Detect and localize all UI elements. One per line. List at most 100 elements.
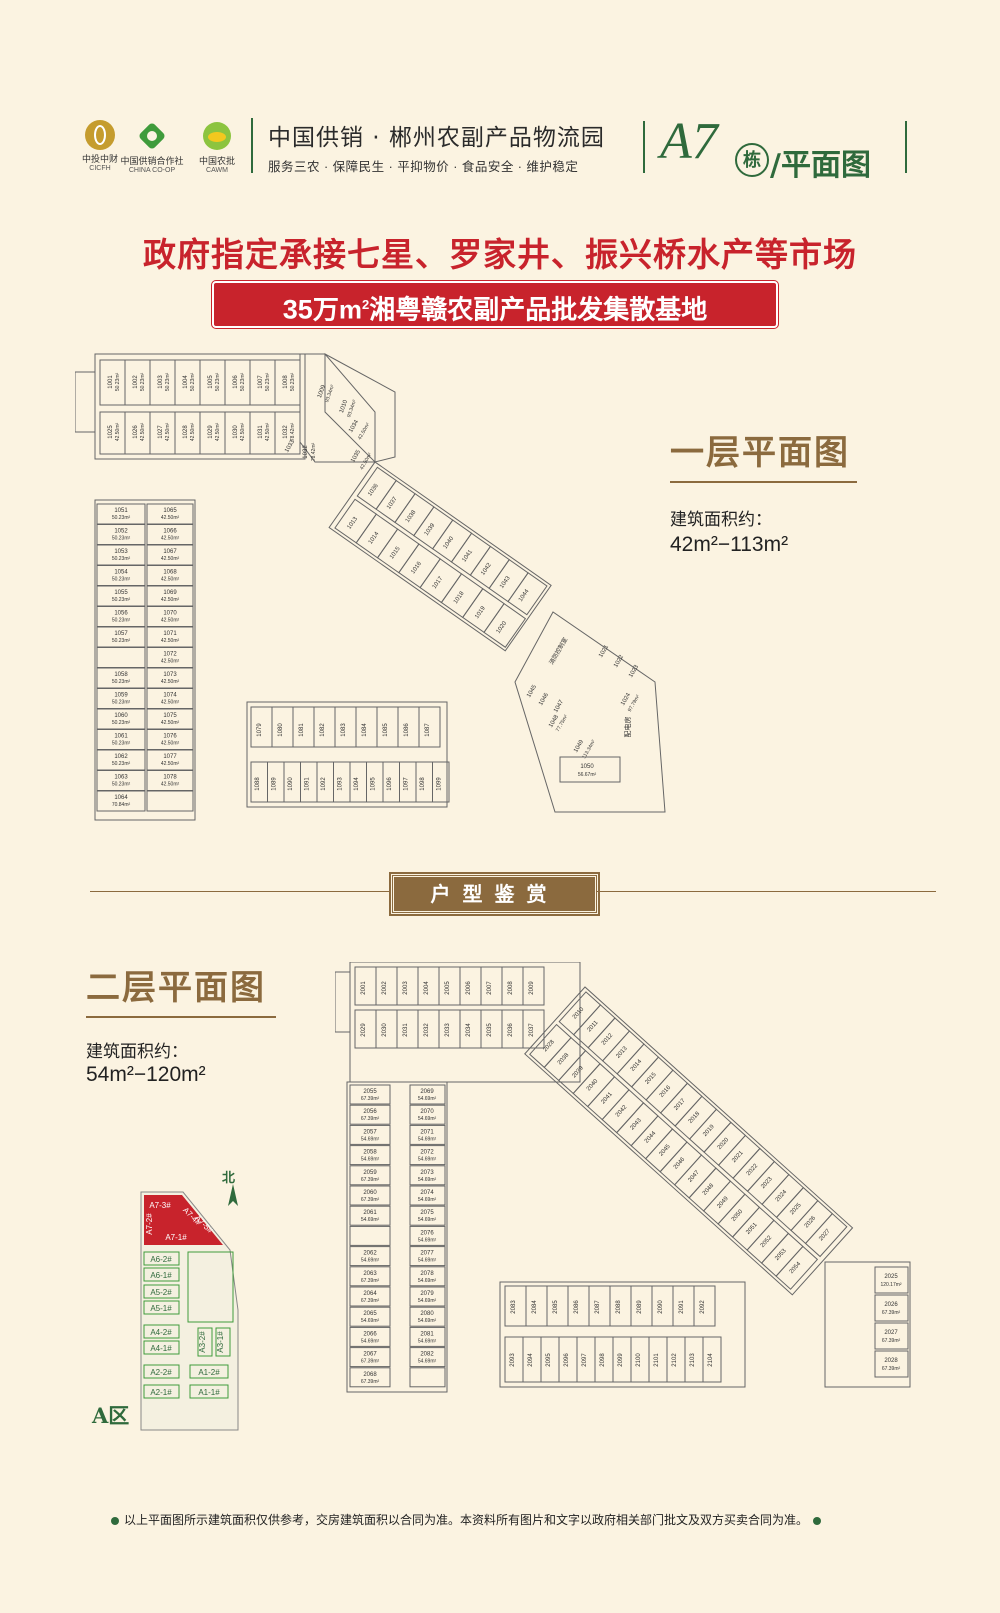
unit-label: 2089	[637, 1300, 643, 1314]
unit-cell	[418, 706, 441, 748]
header-divider	[251, 118, 253, 173]
header-divider	[643, 121, 645, 173]
unit-label: 54.69m²	[361, 1258, 380, 1264]
unit-label: 2008	[508, 981, 514, 995]
unit-label: 42.50m²	[161, 659, 180, 665]
unit-label: 2073	[420, 1170, 434, 1176]
unit-label: 2057	[363, 1129, 377, 1135]
stair-block	[335, 971, 351, 1033]
unit-label: 1042	[480, 562, 493, 577]
unit-cell	[693, 1285, 716, 1327]
unit-label: 1062	[114, 754, 128, 760]
unit-cell	[702, 1336, 722, 1383]
unit-label: 1088	[255, 777, 261, 791]
unit-cell	[409, 1104, 446, 1125]
unit-label: 2071	[420, 1129, 434, 1135]
unit-label: 1095	[371, 777, 377, 791]
banner-unit: 万m	[312, 294, 362, 325]
unit-label: 2051	[745, 1221, 759, 1235]
unit-cell	[96, 606, 146, 627]
unit-label: 1016	[410, 560, 423, 575]
site-block	[143, 1364, 180, 1379]
unit-label: 2097	[582, 1353, 588, 1367]
banner-num: 35	[282, 294, 313, 325]
unit-label: 2090	[658, 1300, 664, 1314]
unit-label: 1021	[598, 644, 610, 659]
unit-label: 1004	[183, 375, 189, 389]
unit-label: 2099	[618, 1353, 624, 1367]
unit-label: 50.23m²	[115, 372, 121, 391]
china-coop-logo: 中国供销合作社 CHINA CO-OP	[120, 120, 184, 174]
unit-label: 1046	[538, 692, 550, 707]
unit-label: 1096	[387, 777, 393, 791]
logo-en: CICFH	[89, 165, 111, 172]
unit-label: 42.50m²	[190, 422, 196, 441]
unit-label: 50.23m²	[112, 536, 131, 542]
unit-label: 2084	[532, 1300, 538, 1314]
unit-label: 56.67m²	[578, 772, 597, 778]
unit-cell	[146, 647, 194, 668]
unit-label: 1008	[283, 375, 289, 389]
floor1-area-label: 建筑面积约：	[670, 510, 772, 529]
unit-label: 2095	[546, 1353, 552, 1367]
unit-label: 2006	[466, 981, 472, 995]
unit-label: 2027	[884, 1330, 898, 1336]
unit-label: 2026	[804, 1215, 818, 1229]
unit-label: 2064	[363, 1291, 377, 1297]
unit-label: 2032	[424, 1023, 430, 1037]
unit-cell	[349, 1367, 391, 1388]
room-label: 配电房	[623, 717, 632, 738]
unit-label: 50.23m²	[112, 761, 131, 767]
unit-label: 1058	[114, 672, 128, 678]
unit-cell	[409, 1185, 446, 1206]
unit-label: 50.23m²	[112, 741, 131, 747]
unit-label: 2042	[615, 1104, 629, 1118]
site-label: A1-2#	[198, 1368, 220, 1377]
unit-cell	[409, 1306, 446, 1327]
unit-label: 1010	[339, 399, 349, 414]
north-label: 北	[222, 1170, 236, 1185]
unit-label: 2072	[420, 1150, 434, 1156]
unit-label: 2033	[445, 1023, 451, 1037]
site-label: A2-2#	[150, 1368, 172, 1377]
unit-label: 1064	[114, 795, 128, 801]
stair-block	[75, 371, 96, 433]
slogan-banner: 35万m2湘粤赣农副产品批发集散基地	[212, 281, 778, 328]
site-block	[197, 1327, 213, 1357]
unit-label: 2103	[690, 1353, 696, 1367]
unit-label: 2065	[363, 1311, 377, 1317]
unit-label: 42.50m²	[240, 422, 246, 441]
unit-label: 67.39m²	[361, 1379, 380, 1385]
unit-label: 2050	[731, 1208, 745, 1222]
unit-label: 78.42m²	[311, 442, 317, 461]
unit-label: 2028	[884, 1358, 898, 1364]
unit-label: 1013	[347, 516, 360, 531]
unit-cell	[349, 1084, 391, 1105]
unit-label: 2024	[775, 1189, 789, 1203]
unit-label: 1097	[404, 777, 410, 791]
unit-label: 54.69m²	[418, 1258, 437, 1264]
unit-label: 2087	[595, 1300, 601, 1314]
unit-label: 42.50m²	[161, 536, 180, 542]
east-block-outline	[514, 611, 666, 813]
unit-label: 1034	[348, 419, 360, 434]
unit-label: 1078	[163, 775, 177, 781]
unit-label: 2067	[363, 1352, 377, 1358]
unit-label: 54.69m²	[361, 1157, 380, 1163]
site-plan: A7-3#A7-2#A7-4#A7-5#A7-1#A6-2#A6-1#A5-2#…	[140, 1191, 239, 1431]
unit-label: 2070	[420, 1109, 434, 1115]
unit-label: 2075	[420, 1210, 434, 1216]
unit-label: 2100	[636, 1353, 642, 1367]
unit-label: 1054	[114, 570, 128, 576]
unit-label: 1043	[499, 575, 512, 590]
unit-label: 1099	[437, 777, 443, 791]
unit-label: 1026	[133, 425, 139, 439]
unit-cell	[775, 1245, 819, 1290]
unit-label: 1041	[461, 548, 474, 563]
unit-cell	[409, 1145, 446, 1166]
unit-cell	[96, 565, 146, 586]
unit-label: 2003	[403, 981, 409, 995]
unit-label: 1055	[114, 590, 128, 596]
unit-label: 54.69m²	[418, 1197, 437, 1203]
